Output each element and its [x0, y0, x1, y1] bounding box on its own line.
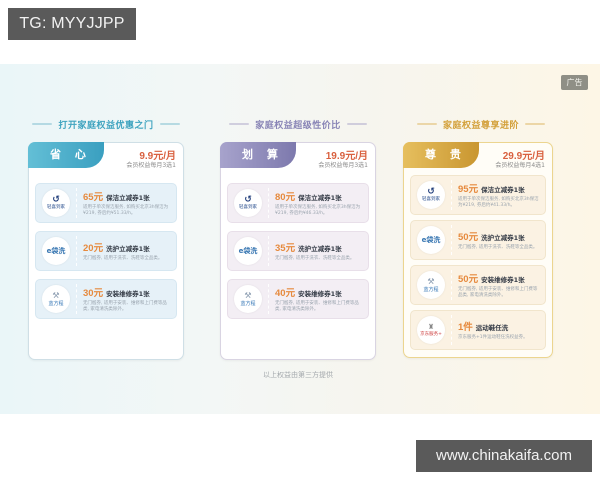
watermark-top: TG: MYYJJPP [8, 8, 136, 40]
tier-card[interactable]: 省 心 9.9元/月 会员权益每月3选1 ↺ 轻喜到家 65元保洁立减券1张 适… [28, 142, 184, 360]
coupon-laundry[interactable]: e袋洗 35元洗护立减券1张 无门槛券, 适用于洗衣、洗鞋等全品类。 [227, 231, 369, 271]
refresh-icon: ↺ [52, 195, 60, 205]
tier-column-shengxin: 打开家庭权益优惠之门 省 心 9.9元/月 会员权益每月3选1 ↺ 轻喜到家 6… [28, 64, 184, 414]
coupon-title: 保洁立减券1张 [298, 194, 342, 202]
tier-slogan: 家庭权益超级性价比 [220, 118, 376, 131]
coupon-cleaning[interactable]: ↺ 轻喜到家 65元保洁立减券1张 适用于单次保洁服务, 如购买北京3h保洁为¥… [35, 183, 177, 223]
mascot-icon: ♜ [427, 323, 435, 331]
coupon-laundry[interactable]: e袋洗 20元洗护立减券1张 无门槛券, 适用于洗衣、洗鞋等全品类。 [35, 231, 177, 271]
brand-logo-edaixi: e袋洗 [234, 237, 262, 265]
tier-slogan: 家庭权益尊享进阶 [403, 118, 559, 131]
refresh-icon: ↺ [427, 187, 435, 197]
brand-logo-jd-service: ♜ 京东服务+ [417, 316, 445, 344]
tier-column-huasuan: 家庭权益超级性价比 划 算 19.9元/月 会员权益每月3选1 ↺ 轻喜到家 8… [220, 64, 376, 414]
tools-icon: ⚒ [427, 277, 435, 286]
coupon-amount: 50元 [458, 232, 479, 243]
tier-price-note: 会员权益每月3选1 [126, 162, 176, 169]
coupon-desc: 无门槛券, 适用于安装、维修和上门费等品类, 家电清洗类除外。 [83, 301, 167, 312]
divider [346, 123, 367, 125]
divider [32, 123, 53, 125]
tools-icon: ⚒ [52, 291, 60, 300]
coupon-repair[interactable]: ⚒ 蓝方程 40元安装维修券1张 无门槛券, 适用于安装、维修和上门费等品类, … [227, 279, 369, 319]
tier-slogan: 打开家庭权益优惠之门 [28, 118, 184, 131]
coupon-amount: 95元 [458, 184, 479, 195]
coupon-sneaker-wash[interactable]: ♜ 京东服务+ 1件运动鞋任洗 京东服务+1件运动鞋任洗权益券。 [410, 310, 546, 350]
coupon-desc: 无门槛券, 适用于洗衣、洗鞋等全品类。 [275, 256, 355, 261]
coupon-title: 安装维修券1张 [298, 290, 342, 298]
coupon-desc: 无门槛券, 适用于洗衣、洗鞋等全品类。 [83, 256, 163, 261]
watermark-bottom: www.chinakaifa.com [416, 440, 592, 472]
brand-logo-qingxi: ↺ 轻喜到家 [42, 189, 70, 217]
coupon-desc: 无门槛券, 适用于安装、维修和上门费等品类, 家电清洗类除外。 [458, 287, 538, 298]
tier-price-note: 会员权益每月3选1 [318, 162, 368, 169]
coupon-amount: 50元 [458, 274, 479, 285]
tier-name: 省 心 [28, 142, 104, 168]
brand-logo-lanfangcheng: ⚒ 蓝方程 [417, 271, 445, 299]
brand-logo-edaixi: e袋洗 [417, 226, 445, 254]
ad-badge: 广告 [561, 75, 588, 90]
coupon-title: 运动鞋任洗 [475, 324, 509, 332]
tier-price: 29.9元/月 [502, 151, 545, 162]
coupon-title: 洗护立减券1张 [298, 245, 342, 253]
brand-logo-lanfangcheng: ⚒ 蓝方程 [234, 285, 262, 313]
tools-icon: ⚒ [244, 291, 252, 300]
tier-price: 9.9元/月 [139, 151, 176, 162]
coupon-title: 安装维修券1张 [481, 276, 525, 284]
coupon-laundry[interactable]: e袋洗 50元洗护立减券1张 无门槛券, 适用于洗衣、洗鞋等全品类。 [410, 220, 546, 260]
coupon-desc: 适用于单次保洁服务, 如购买北京3h保洁为¥219, 券后约¥46.33/h。 [275, 205, 361, 216]
coupon-desc: 适用于单次保洁服务, 如购买北京3h保洁为¥219, 券后约¥41.33/h。 [458, 197, 539, 208]
tier-card[interactable]: 划 算 19.9元/月 会员权益每月3选1 ↺ 轻喜到家 80元保洁立减券1张 … [220, 142, 376, 360]
tier-price-note: 会员权益每月4选1 [495, 162, 545, 169]
refresh-icon: ↺ [244, 195, 252, 205]
coupon-desc: 无门槛券, 适用于安装、维修和上门费等品类, 家电清洗类除外。 [275, 301, 359, 312]
coupon-desc: 无门槛券, 适用于洗衣、洗鞋等全品类。 [458, 245, 538, 250]
tier-name: 划 算 [220, 142, 296, 168]
coupon-desc: 适用于单次保洁服务, 如购买北京3h保洁为¥219, 券后约¥51.33/h。 [83, 205, 169, 216]
coupon-title: 保洁立减券1张 [481, 186, 525, 194]
tier-price: 19.9元/月 [325, 151, 368, 162]
coupon-cleaning[interactable]: ↺ 轻喜到家 80元保洁立减券1张 适用于单次保洁服务, 如购买北京3h保洁为¥… [227, 183, 369, 223]
coupon-cleaning[interactable]: ↺ 轻喜到家 95元保洁立减券1张 适用于单次保洁服务, 如购买北京3h保洁为¥… [410, 175, 546, 215]
divider [229, 123, 250, 125]
coupon-amount: 35元 [275, 243, 296, 254]
brand-logo-edaixi: e袋洗 [42, 237, 70, 265]
coupon-amount: 20元 [83, 243, 104, 254]
coupon-amount: 1件 [458, 322, 473, 333]
coupon-amount: 30元 [83, 288, 104, 299]
coupon-repair[interactable]: ⚒ 蓝方程 30元安装维修券1张 无门槛券, 适用于安装、维修和上门费等品类, … [35, 279, 177, 319]
divider [416, 123, 437, 125]
divider [159, 123, 180, 125]
provider-footnote: 以上权益由第三方提供 [263, 371, 333, 379]
membership-ad-banner[interactable]: 广告 打开家庭权益优惠之门 省 心 9.9元/月 会员权益每月3选1 ↺ 轻喜到… [0, 64, 600, 414]
coupon-amount: 65元 [83, 192, 104, 203]
divider [525, 123, 545, 125]
tier-column-zungui: 家庭权益尊享进阶 尊 贵 29.9元/月 会员权益每月4选1 ↺ 轻喜到家 95… [403, 64, 559, 414]
brand-logo-qingxi: ↺ 轻喜到家 [234, 189, 262, 217]
coupon-repair[interactable]: ⚒ 蓝方程 50元安装维修券1张 无门槛券, 适用于安装、维修和上门费等品类, … [410, 265, 546, 305]
brand-logo-qingxi: ↺ 轻喜到家 [417, 181, 445, 209]
brand-logo-lanfangcheng: ⚒ 蓝方程 [42, 285, 70, 313]
tier-name: 尊 贵 [403, 142, 479, 168]
coupon-title: 安装维修券1张 [106, 290, 150, 298]
coupon-amount: 80元 [275, 192, 296, 203]
coupon-title: 保洁立减券1张 [106, 194, 150, 202]
coupon-amount: 40元 [275, 288, 296, 299]
coupon-title: 洗护立减券1张 [106, 245, 150, 253]
coupon-desc: 京东服务+1件运动鞋任洗权益券。 [458, 335, 528, 340]
tier-card[interactable]: 尊 贵 29.9元/月 会员权益每月4选1 ↺ 轻喜到家 95元保洁立减券1张 … [403, 142, 553, 358]
coupon-title: 洗护立减券1张 [481, 234, 525, 242]
